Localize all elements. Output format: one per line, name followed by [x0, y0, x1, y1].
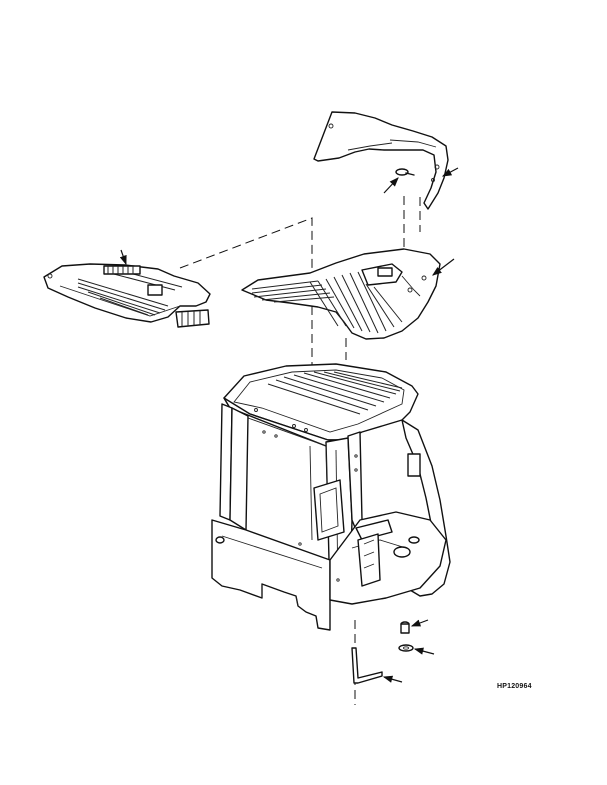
cab-frame: [211, 363, 451, 631]
cover-screw: [395, 168, 415, 176]
washer: [398, 644, 414, 652]
right-floor-mat: [241, 248, 441, 340]
callout-arrows: [119, 167, 459, 683]
top-cover-panel: [313, 111, 449, 210]
left-floor-mat: [43, 263, 211, 328]
figure-id-label: HP120964: [497, 683, 532, 690]
mounting-bolt: [400, 621, 410, 634]
mounting-bracket: [351, 647, 383, 684]
